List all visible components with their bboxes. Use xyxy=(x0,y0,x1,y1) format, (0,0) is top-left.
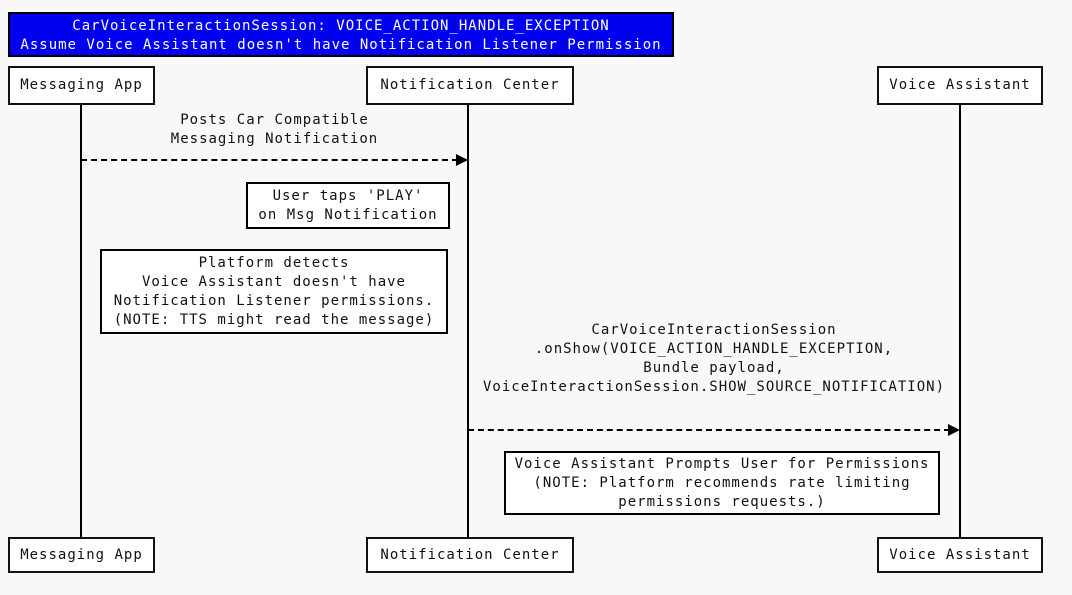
message-2-arrowhead-icon xyxy=(948,424,960,436)
note-line: Platform detects xyxy=(198,254,350,271)
message-2-label: CarVoiceInteractionSession .onShow(VOICE… xyxy=(468,321,960,397)
lifeline-messaging-app xyxy=(80,105,82,537)
note-platform-detects: Platform detects Voice Assistant doesn't… xyxy=(100,249,448,334)
message-1-dashed-line xyxy=(81,159,458,161)
participant-label: Voice Assistant xyxy=(889,546,1031,563)
note-line: Voice Assistant doesn't have xyxy=(141,273,406,290)
participant-messaging-app-top: Messaging App xyxy=(8,66,155,105)
note-line: (NOTE: TTS might read the message) xyxy=(113,311,435,328)
participant-messaging-app-bottom: Messaging App xyxy=(8,537,155,573)
message-1-label-line: Posts Car Compatible xyxy=(180,112,369,128)
message-2-label-line: VoiceInteractionSession.SHOW_SOURCE_NOTI… xyxy=(482,379,945,395)
message-1-label: Posts Car Compatible Messaging Notificat… xyxy=(81,111,468,149)
note-line: User taps 'PLAY' xyxy=(272,187,424,204)
note-line: (NOTE: Platform recommends rate limiting xyxy=(533,474,911,491)
note-line: Voice Assistant Prompts User for Permiss… xyxy=(514,455,930,472)
participant-label: Messaging App xyxy=(20,77,143,93)
note-line: Notification Listener permissions. xyxy=(113,292,435,309)
message-1-arrowhead-icon xyxy=(456,154,468,166)
message-2-label-line: Bundle payload, xyxy=(643,360,785,376)
participant-label: Notification Center xyxy=(380,546,560,563)
participant-notification-center-top: Notification Center xyxy=(366,66,574,105)
lifeline-voice-assistant xyxy=(959,105,961,537)
participant-label: Notification Center xyxy=(380,77,560,93)
message-1-label-line: Messaging Notification xyxy=(170,131,379,147)
participant-notification-center-bottom: Notification Center xyxy=(366,537,574,573)
participant-voice-assistant-bottom: Voice Assistant xyxy=(877,537,1043,573)
lifeline-notification-center xyxy=(467,105,469,537)
participant-voice-assistant-top: Voice Assistant xyxy=(877,66,1043,105)
note-user-taps-play: User taps 'PLAY' on Msg Notification xyxy=(246,182,450,229)
note-line: permissions requests.) xyxy=(618,493,826,510)
participant-label: Messaging App xyxy=(20,546,143,563)
note-line: on Msg Notification xyxy=(258,206,438,223)
participant-label: Voice Assistant xyxy=(889,77,1031,93)
message-2-label-line: .onShow(VOICE_ACTION_HANDLE_EXCEPTION, xyxy=(534,341,894,357)
message-2-dashed-line xyxy=(468,429,950,431)
message-2-label-line: CarVoiceInteractionSession xyxy=(591,322,837,338)
diagram-title-line-2: Assume Voice Assistant doesn't have Noti… xyxy=(20,37,662,53)
note-voice-assistant-prompts: Voice Assistant Prompts User for Permiss… xyxy=(504,451,940,515)
diagram-title: CarVoiceInteractionSession: VOICE_ACTION… xyxy=(8,12,674,57)
diagram-title-line-1: CarVoiceInteractionSession: VOICE_ACTION… xyxy=(72,18,610,34)
